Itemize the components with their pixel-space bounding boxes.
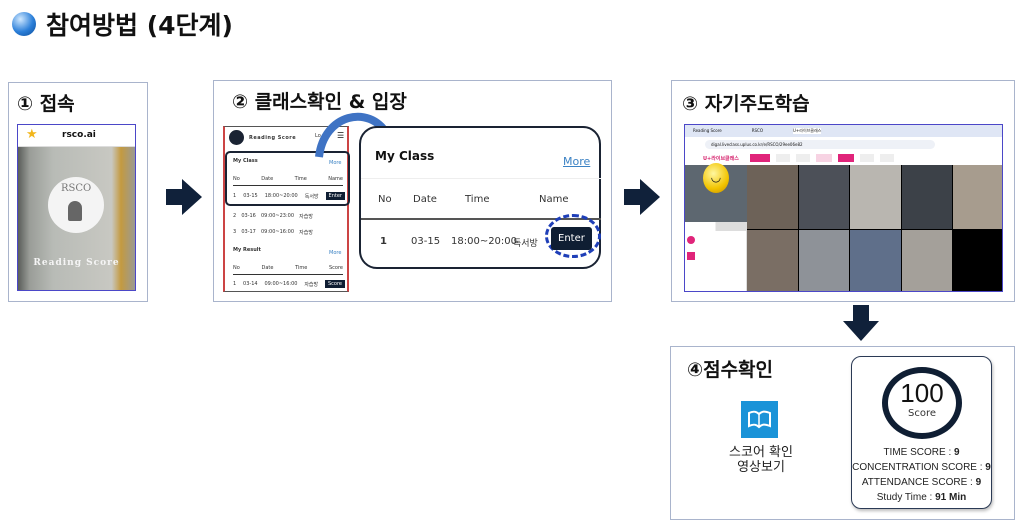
score-details: TIME SCORE : 9 CONCENTRATION SCORE : 9 A… — [852, 447, 991, 503]
avatar — [229, 130, 244, 145]
step3-panel: ③ 자기주도학습 Reading Score RSCO U+라이브클래스 digal… — [671, 80, 1015, 302]
video-tile — [798, 229, 850, 291]
video-tile — [850, 165, 901, 229]
right-arrow-icon — [166, 179, 202, 215]
more-link[interactable]: More — [329, 160, 342, 166]
title-bullet-icon — [12, 12, 36, 36]
app-logo: U+라이브클래스 — [703, 156, 739, 162]
step2-panel: ② 클래스확인 & 입장 Reading Score Lo ☰ My Class… — [213, 80, 612, 302]
self-video: ◡ — [685, 163, 747, 222]
right-arrow-icon — [624, 179, 660, 215]
video-tile — [953, 165, 1002, 229]
menu-icon[interactable]: ☰ — [337, 131, 345, 140]
video-book-icon[interactable] — [741, 401, 778, 438]
chat-panel — [685, 222, 747, 291]
video-tile — [747, 165, 798, 229]
video-tile — [747, 229, 798, 291]
video-tile — [901, 165, 953, 229]
star-icon: ★ — [26, 127, 38, 142]
enter-highlight — [545, 214, 601, 258]
step3-label: ③ 자기주도학습 — [682, 93, 810, 115]
smiley-icon: ◡ — [703, 163, 729, 193]
my-class-highlight — [225, 151, 350, 206]
logo-text: Reading Score — [33, 258, 120, 268]
browser-tabs: Reading Score RSCO U+라이브클래스 — [685, 125, 1002, 137]
site-url[interactable]: rsco.ai — [62, 130, 96, 140]
step2-label: ② 클래스확인 & 입장 — [232, 91, 407, 113]
rsco-logo: RSCO — [48, 177, 104, 233]
step4-label: ④점수확인 — [687, 359, 774, 381]
address-bar[interactable]: digal.liveclass.uplus.co.kr/e/RSCO/29ee0… — [705, 140, 935, 149]
score-button[interactable]: Score — [324, 280, 345, 288]
score-card: 100 Score TIME SCORE : 9 CONCENTRATION S… — [851, 356, 992, 509]
tab[interactable]: U+라이브클래스 — [792, 128, 822, 134]
tab[interactable]: RSCO — [751, 128, 763, 133]
reader-silhouette-icon — [68, 201, 82, 221]
video-tile — [850, 229, 901, 291]
score-ring: 100 Score — [882, 367, 962, 439]
score-value: 100 — [900, 378, 944, 408]
table-row: 1 03-15 18:00~20:00 독서방 Enter — [361, 214, 601, 264]
card-table-head: No Date Time Name — [361, 178, 601, 220]
page-title: 참여방법 (4단계) — [46, 11, 233, 40]
down-arrow-icon — [843, 305, 879, 341]
browser-screenshot: Reading Score RSCO U+라이브클래스 digal.liveclas… — [684, 124, 1003, 292]
video-tile — [901, 229, 953, 291]
tab[interactable]: Reading Score — [693, 128, 722, 133]
login-link[interactable]: Lo — [315, 133, 321, 139]
video-grid — [747, 165, 1002, 291]
empty-tile — [953, 229, 1002, 291]
step1-label: ① 접속 — [17, 93, 75, 115]
phone-screenshot: ★ rsco.ai RSCO Reading Score — [17, 124, 136, 291]
enter-button[interactable]: Enter — [551, 227, 592, 250]
video-tile — [798, 165, 850, 229]
enter-button[interactable]: Enter — [325, 192, 345, 200]
more-link[interactable]: More — [563, 155, 591, 168]
step1-panel: ① 접속 ★ rsco.ai RSCO Reading Score — [8, 82, 148, 302]
more-link[interactable]: More — [329, 250, 342, 256]
my-class-card: My Class More No Date Time Name 1 03-15 … — [359, 126, 601, 269]
